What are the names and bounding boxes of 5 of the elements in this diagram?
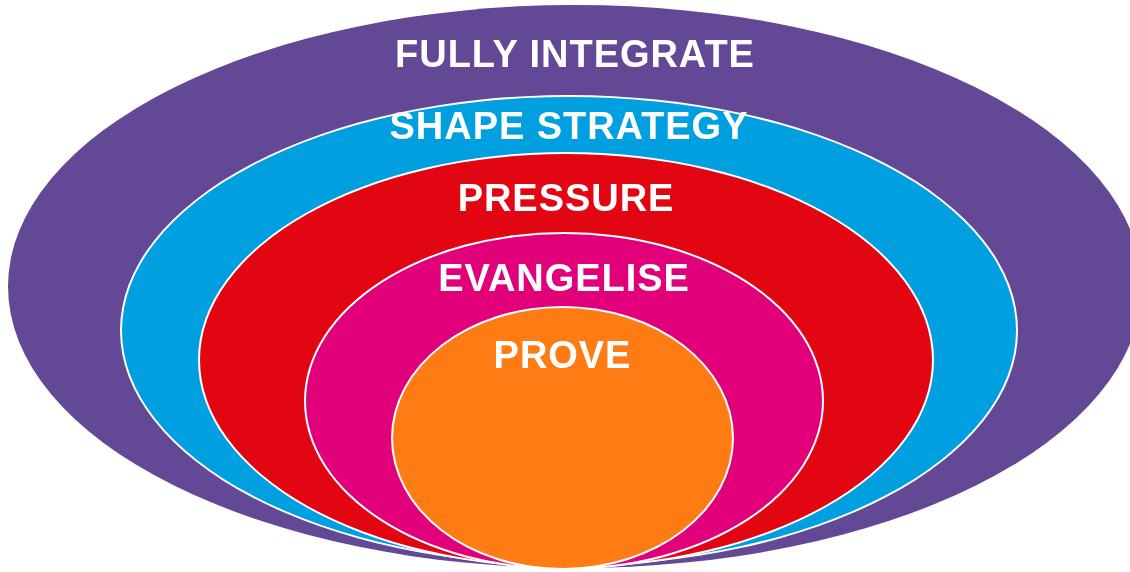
layer-label: PRESSURE (457, 179, 675, 217)
layer-label: PROVE (493, 336, 632, 374)
layer-label: EVANGELISE (438, 259, 690, 297)
layer-label: SHAPE STRATEGY (389, 107, 749, 145)
layer-label: FULLY INTEGRATE (395, 35, 755, 73)
